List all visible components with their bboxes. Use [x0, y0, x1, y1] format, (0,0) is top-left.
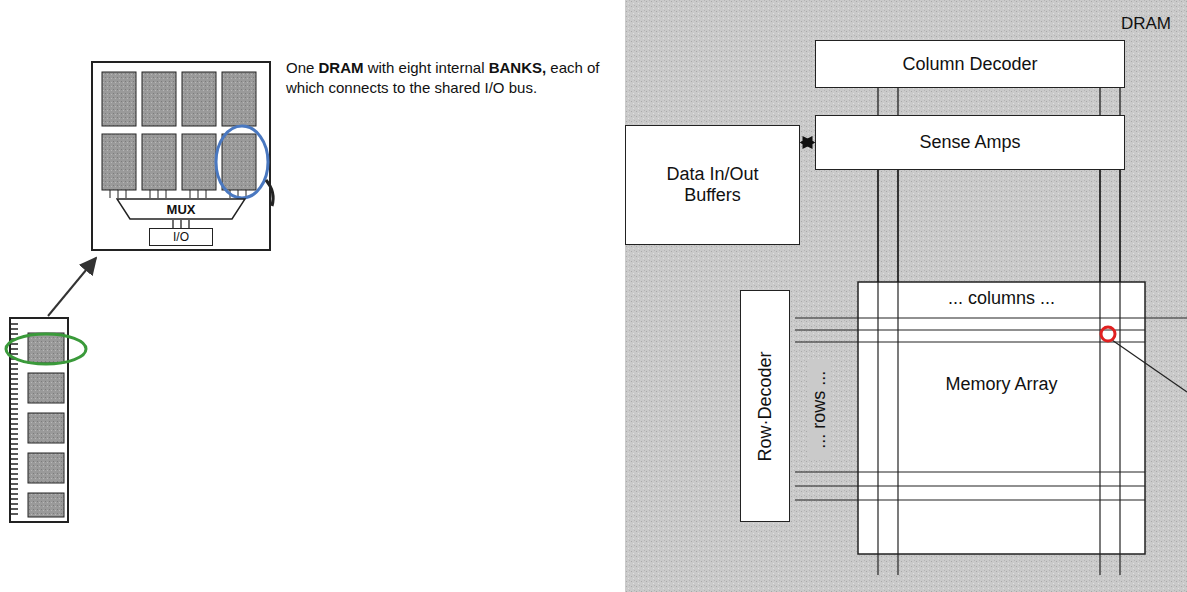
box-label: Row·Decoder — [755, 351, 776, 461]
dram-chip — [92, 62, 270, 250]
zoom-arrow — [48, 258, 96, 316]
dram-panel: DRAM Column DecoderSense AmpsData In/Out … — [625, 0, 1187, 592]
dimm-module — [10, 318, 68, 522]
memory-array-ground — [858, 282, 1145, 554]
axis-label: ... rows ... — [808, 360, 831, 460]
memory-array: ... columns ... Memory Array — [858, 282, 1145, 554]
data-arrow — [801, 142, 814, 144]
mux-trapezoid: MUX — [116, 198, 246, 220]
caption-note: One DRAM with eight internal BANKS, each… — [286, 58, 616, 97]
word-lines — [795, 318, 1187, 500]
box-label: I/O — [173, 230, 189, 244]
chip-highlight — [6, 334, 86, 364]
decoder-box: Column Decoder — [815, 40, 1125, 88]
decoder-box: Row·Decoder — [740, 290, 790, 522]
bus-lines — [878, 170, 1120, 282]
bank-highlight — [216, 126, 268, 198]
bus-lines — [878, 88, 1120, 115]
bit-lines — [878, 170, 1120, 575]
magnifier-handle — [266, 180, 273, 206]
io-box: I/O — [149, 228, 213, 246]
cell-highlight — [1101, 327, 1115, 341]
dram-panel — [625, 0, 1187, 592]
buffer-box: Data In/Out Buffers — [625, 125, 800, 245]
box-label: DRAM — [1121, 14, 1171, 34]
axis-label: ... columns ... — [944, 288, 1059, 309]
box-label: Data In/Out Buffers — [626, 164, 799, 206]
box-label: Sense Amps — [919, 132, 1020, 153]
box-label: MUX — [167, 202, 196, 217]
bus-lines — [173, 220, 189, 228]
box-label: Column Decoder — [902, 54, 1037, 75]
box-label: Memory Array — [941, 374, 1061, 395]
sense-amp-box: Sense Amps — [815, 115, 1125, 170]
